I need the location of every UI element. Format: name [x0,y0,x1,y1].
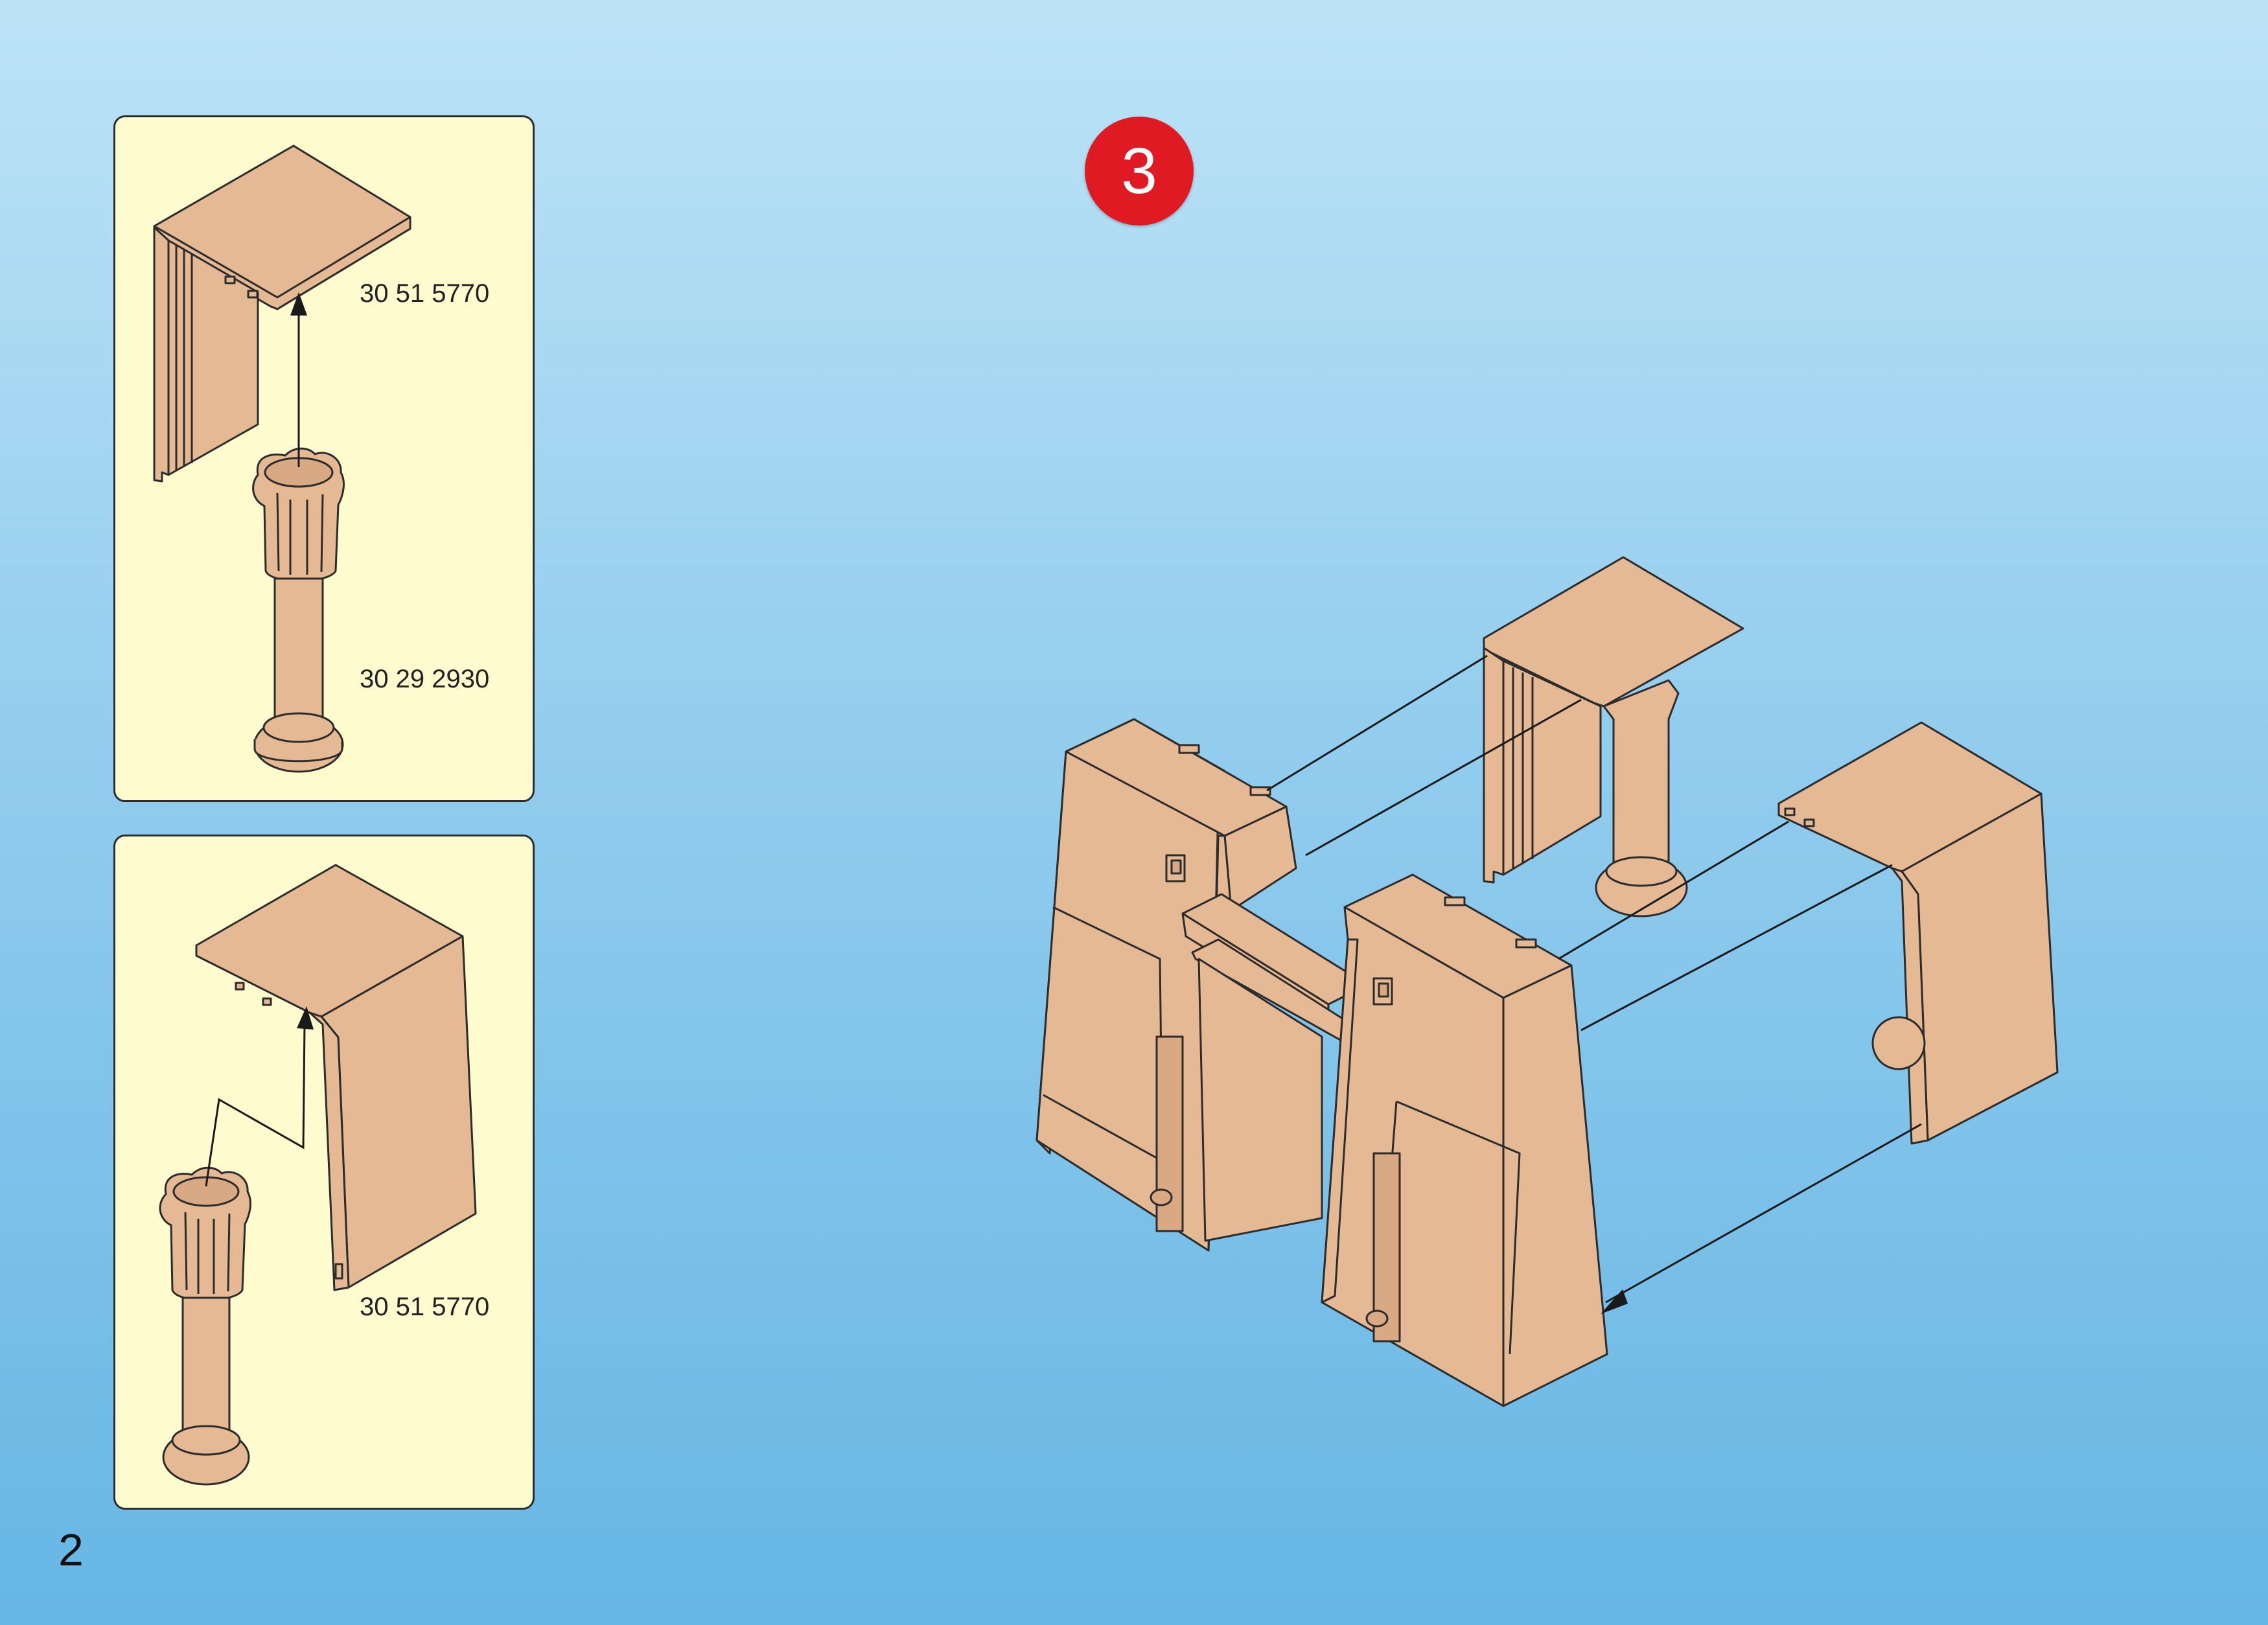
detail-panel-column-wall: 30 51 5770 [113,835,535,1510]
gate-lintel-front [1181,912,1330,1025]
gate-lintel-top [1181,893,1369,1006]
column-wall-illustration [159,864,477,1486]
left-pylon-top [1065,718,1288,837]
back-fluted-wall [1483,647,1505,884]
right-roof-top [1777,721,2042,873]
left-pylon-side [1036,750,1077,1155]
gate-lintel-second [1191,938,1362,1051]
left-pylon-block [1223,805,1297,912]
back-roof-top [1483,556,1744,708]
right-slanted-wall [1901,792,2059,1142]
left-pylon-face [1207,835,1232,1252]
part-number-roof: 30 51 5770 [360,279,490,308]
column-roof-illustration [153,144,411,773]
right-pylon-side [1502,964,1608,1407]
step-number-badge: 3 [1085,117,1194,225]
left-pylon-front [1036,718,1226,1252]
right-pylon-top [1343,873,1573,999]
part-number-roof: 30 51 5770 [360,1293,490,1321]
page-number: 2 [58,1525,84,1575]
right-pylon-front [1321,906,1505,1407]
part-number-column: 30 29 2930 [360,665,490,693]
detail-panel-column-roof: 30 51 5770 30 29 2930 [113,115,535,802]
back-column [1603,679,1680,863]
